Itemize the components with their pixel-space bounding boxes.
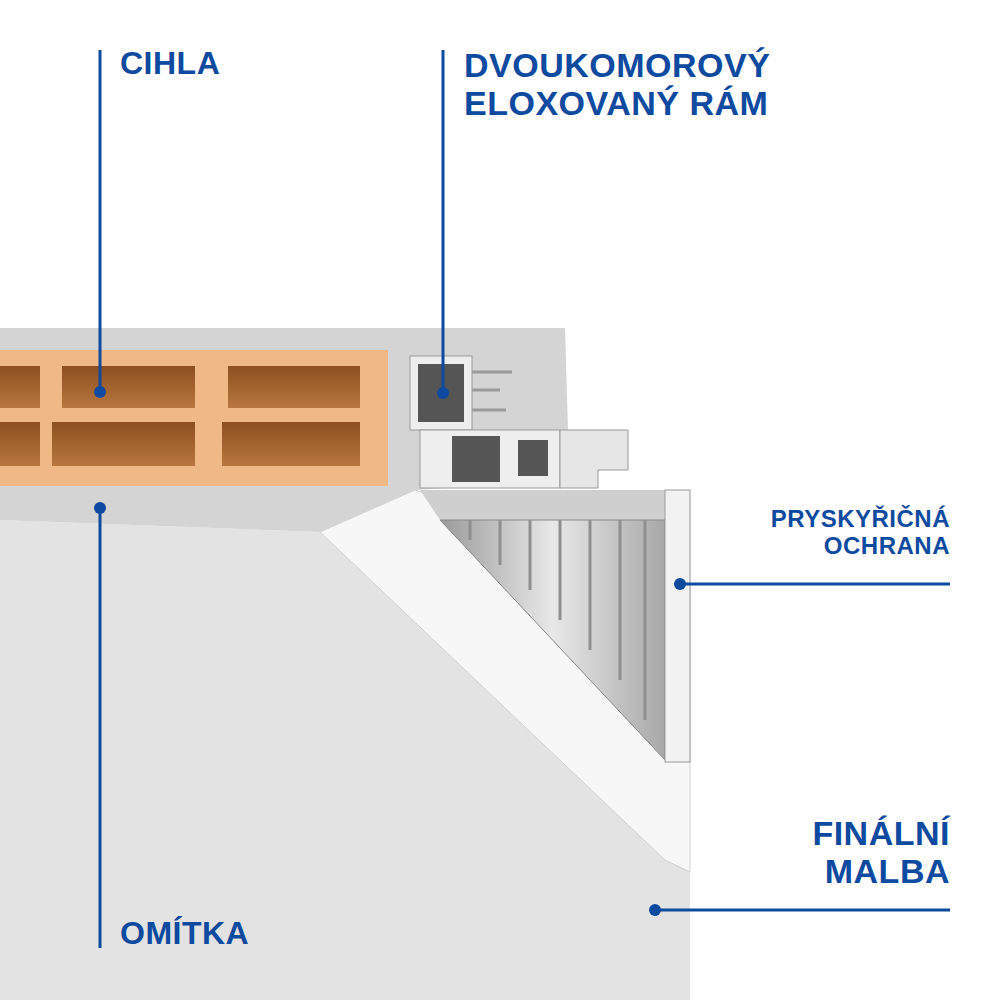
reveal bbox=[320, 490, 690, 872]
part-label: DVOUKOMOROVÝ ELOXOVANÝ RÁM bbox=[464, 46, 864, 122]
frame-profile bbox=[410, 356, 690, 762]
part-label: CIHLA bbox=[120, 46, 380, 82]
brick bbox=[0, 350, 388, 486]
brick-holes bbox=[0, 366, 360, 466]
leader-lines bbox=[94, 50, 950, 948]
part-label: FINÁLNÍ MALBA bbox=[730, 814, 950, 890]
part-label: OMÍTKA bbox=[120, 916, 380, 952]
part-label: PRYSKYŘIČNÁ OCHRANA bbox=[700, 506, 950, 560]
